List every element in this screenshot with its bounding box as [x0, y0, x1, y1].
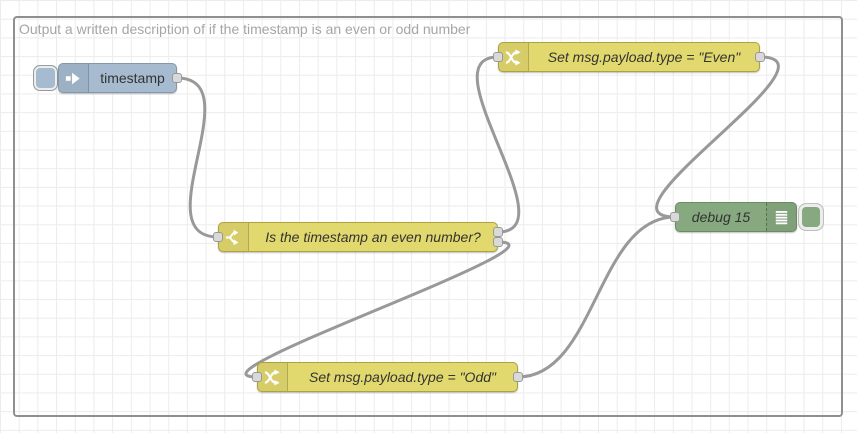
port-change-even-out[interactable]	[755, 52, 765, 62]
switch-icon-region	[219, 223, 249, 251]
change-shuffle-icon	[264, 369, 280, 385]
inject-arrow-icon	[65, 72, 80, 84]
change-icon-region	[258, 363, 288, 391]
debug-toggle-button[interactable]	[798, 203, 824, 231]
wire-inject-to-switch[interactable]	[175, 76, 220, 239]
wire-switch-to-change-odd[interactable]	[244, 240, 511, 379]
port-inject-out[interactable]	[172, 73, 182, 83]
node-switch-even-check[interactable]: Is the timestamp an even number?	[218, 222, 498, 252]
port-switch-in[interactable]	[213, 232, 223, 242]
group-box[interactable]: Output a written description of if the t…	[13, 16, 843, 417]
node-label: Set msg.payload.type = "Odd"	[309, 369, 496, 385]
port-change-even-in[interactable]	[493, 52, 503, 62]
inject-icon-region	[59, 64, 89, 92]
port-change-odd-out[interactable]	[513, 372, 523, 382]
change-shuffle-icon	[505, 49, 521, 65]
wire-change-even-to-debug[interactable]	[655, 55, 780, 219]
node-debug-15[interactable]: debug 15	[675, 202, 797, 232]
debug-list-icon	[775, 210, 788, 224]
group-label: Output a written description of if the t…	[19, 21, 471, 37]
debug-icon-region	[766, 203, 796, 231]
port-change-odd-in[interactable]	[252, 372, 262, 382]
switch-fork-icon	[225, 229, 239, 245]
change-icon-region	[499, 43, 529, 71]
port-switch-out-1[interactable]	[493, 227, 503, 237]
node-change-set-odd[interactable]: Set msg.payload.type = "Odd"	[257, 362, 518, 392]
inject-button[interactable]	[33, 65, 58, 91]
port-debug-in[interactable]	[670, 212, 680, 222]
wire-change-odd-to-debug[interactable]	[516, 215, 677, 379]
node-inject-timestamp[interactable]: timestamp	[58, 63, 177, 93]
wire-switch-to-change-even[interactable]	[475, 55, 521, 234]
port-switch-out-2[interactable]	[493, 237, 503, 247]
node-label: Set msg.payload.type = "Even"	[547, 49, 741, 65]
node-label: debug 15	[691, 209, 751, 225]
node-label: timestamp	[100, 70, 165, 86]
node-change-set-even[interactable]: Set msg.payload.type = "Even"	[498, 42, 760, 72]
node-label: Is the timestamp an even number?	[265, 229, 481, 245]
